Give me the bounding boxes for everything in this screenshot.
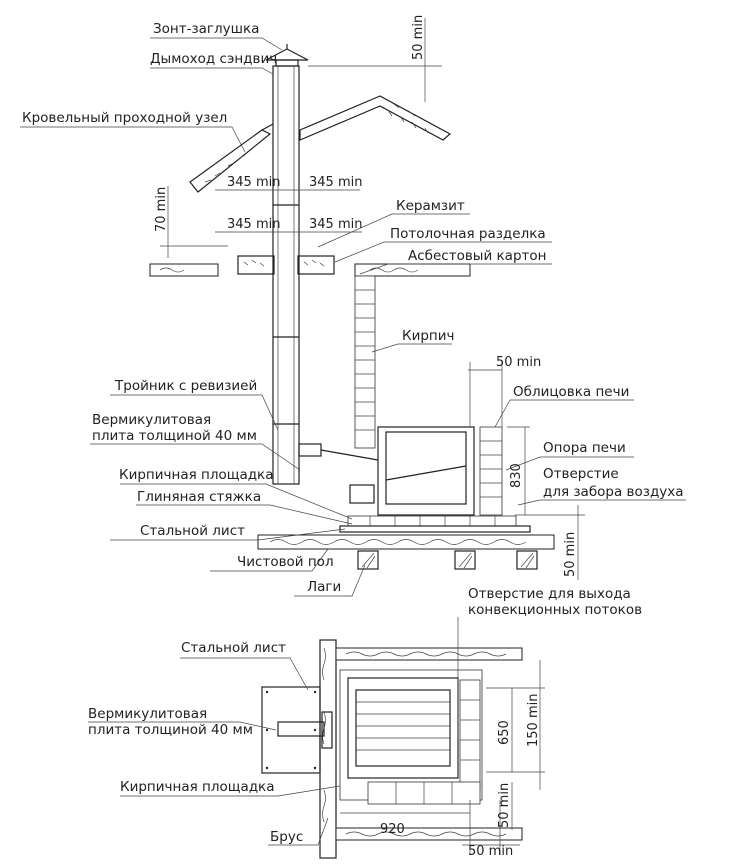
roof-right-shape	[299, 95, 452, 141]
dim-plan-right-gap: 50 min	[468, 844, 513, 859]
label-steel-sheet-bottom: Стальной лист	[181, 640, 286, 656]
label-ceiling-cut: Потолочная разделка	[390, 226, 546, 242]
dim-plan-width: 920	[380, 822, 405, 837]
dim-stove-height: 830	[509, 463, 524, 488]
dim-cap-clearance: 50 min	[411, 15, 426, 60]
dim-floor-gap: 50 min	[563, 532, 578, 577]
label-convection-line1: Отверстие для выхода	[468, 586, 631, 602]
label-vermiculite-top-line2: плита толщиной 40 мм	[92, 428, 257, 444]
label-asbestos-board: Асбестовый картон	[408, 248, 546, 264]
label-brick-platform-bottom: Кирпичная площадка	[120, 779, 274, 795]
leader-lines-upper	[20, 37, 686, 597]
label-brick-platform-top: Кирпичная площадка	[119, 467, 273, 483]
label-brick: Кирпич	[402, 328, 455, 344]
stove-cladding-shape	[479, 426, 503, 516]
dim-roof-height: 70 min	[154, 187, 169, 232]
dim-roof-right: 345 min	[309, 175, 362, 190]
label-air-intake-line2: для забора воздуха	[543, 484, 684, 500]
label-stove-support: Опора печи	[543, 440, 626, 456]
label-sandwich-chimney: Дымоход сэндвич	[150, 51, 277, 67]
label-joists: Лаги	[307, 579, 341, 595]
dim-plan-bottom-gap: 50 min	[497, 783, 512, 828]
label-umbrella-cap: Зонт-заглушка	[153, 21, 259, 37]
platform-floor-shape	[257, 515, 555, 570]
label-convection-line2: конвекционных потоков	[468, 602, 642, 618]
dim-cladding-gap: 50 min	[496, 355, 541, 370]
dim-plan-depth: 650	[497, 720, 512, 745]
label-expanded-clay: Керамзит	[396, 198, 465, 214]
dim-ceiling-right: 345 min	[309, 217, 362, 232]
dim-plan-side-clearance: 150 min	[526, 694, 541, 747]
label-air-intake-line1: Отверстие	[543, 466, 619, 482]
dimension-lines-lower	[340, 660, 545, 855]
label-tee-with-inspection: Тройник с ревизией	[114, 378, 257, 394]
brick-screen-shape	[354, 275, 376, 449]
label-roof-pass-through: Кровельный проходной узел	[22, 110, 227, 126]
label-vermiculite-bottom-line2: плита толщиной 40 мм	[88, 722, 253, 738]
label-finish-floor: Чистовой пол	[237, 554, 334, 570]
label-vermiculite-top-line1: Вермикулитовая	[92, 412, 211, 428]
label-stove-cladding: Облицовка печи	[513, 384, 629, 400]
stove-shape	[320, 426, 475, 516]
dimension-lines-upper	[160, 18, 585, 580]
dim-ceiling-left: 345 min	[227, 217, 280, 232]
dim-roof-left: 345 min	[227, 175, 280, 190]
label-beam: Брус	[270, 829, 303, 845]
label-vermiculite-bottom-line1: Вермикулитовая	[88, 706, 207, 722]
roof-left-shape	[189, 123, 274, 193]
leader-lines-lower	[88, 617, 459, 846]
label-clay-screed: Глиняная стяжка	[137, 489, 261, 505]
label-steel-sheet-top: Стальной лист	[140, 523, 245, 539]
